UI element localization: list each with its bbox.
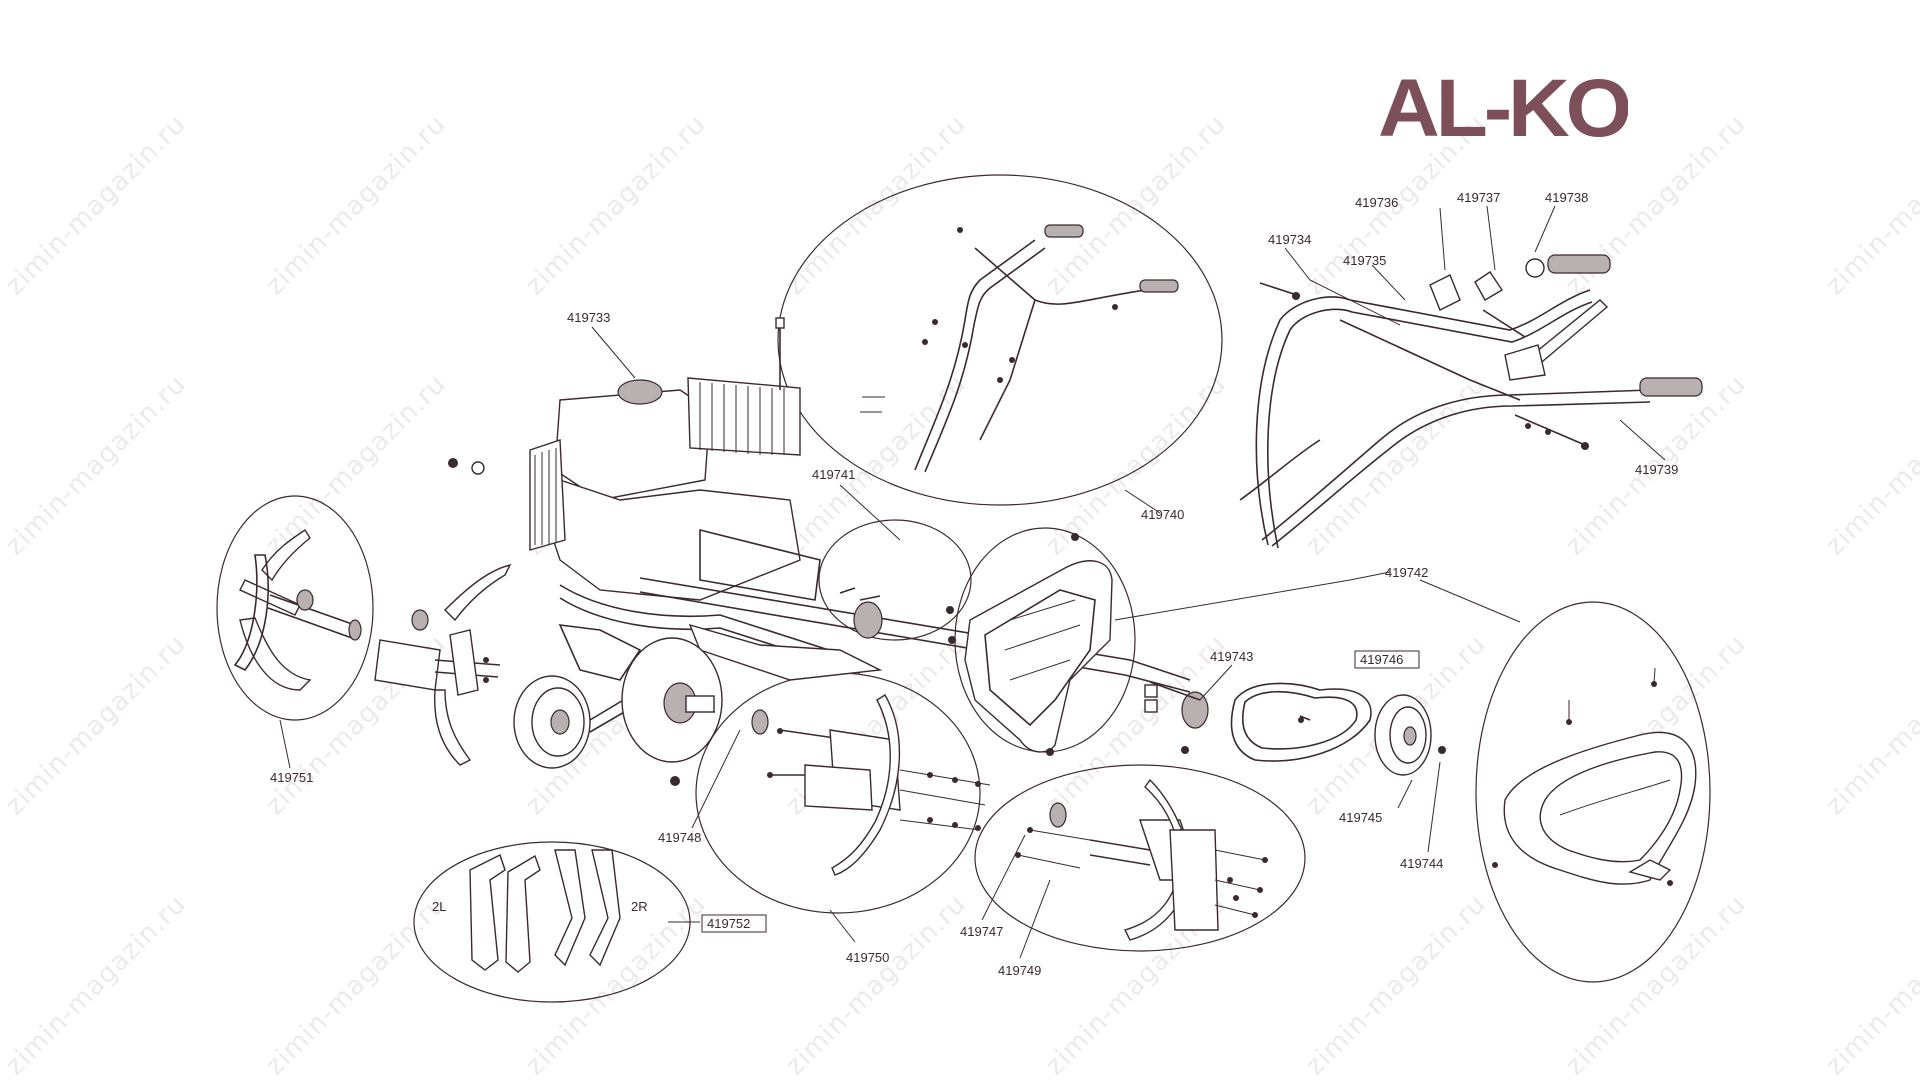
- callout-419750: 419750: [846, 950, 889, 965]
- callout-419735: 419735: [1343, 253, 1386, 268]
- logo-text: AL-KO: [1378, 63, 1628, 150]
- clutch-lever-bracket: [1429, 274, 1461, 311]
- handle-detail-drawing: [860, 224, 1179, 473]
- blade-label-left: 2L: [432, 899, 446, 914]
- gearbox-cover: [964, 533, 1113, 756]
- boxed-callout-frame-419752: [701, 914, 767, 933]
- boxed-callout-frame-419746: [1354, 650, 1420, 669]
- left-tine-detail-circle: [216, 495, 374, 721]
- blade-label-right: 2R: [631, 899, 648, 914]
- depth-stake: [558, 623, 883, 681]
- callout-419749: 419749: [998, 963, 1041, 978]
- left-inner-tine-assembly: [374, 563, 512, 766]
- callout-labels: 419733 419734 419735 419736 419737 41973…: [270, 190, 1678, 978]
- callout-419737: 419737: [1457, 190, 1500, 205]
- callout-419752: 419752: [707, 916, 750, 931]
- engine: [448, 317, 861, 674]
- engine-pulley: [621, 637, 723, 786]
- al-ko-logo: AL-KO: [1378, 63, 1628, 150]
- callout-419739: 419739: [1635, 462, 1678, 477]
- left-grip: [1547, 254, 1611, 274]
- callout-419736: 419736: [1355, 195, 1398, 210]
- callout-419741: 419741: [812, 467, 855, 482]
- handle-detail-circle: [777, 174, 1223, 506]
- callout-419734: 419734: [1268, 232, 1311, 247]
- inner-tine-detail: [751, 694, 991, 876]
- main-shaft: [639, 577, 1191, 693]
- callout-419743: 419743: [1210, 649, 1253, 664]
- pulley-hub: [1181, 691, 1209, 729]
- callout-leaders: [279, 205, 1666, 959]
- handlebar-assembly: [1239, 254, 1703, 549]
- gearbox-pulley-assembly: [1144, 681, 1446, 776]
- transport-wheel: [513, 675, 646, 769]
- callout-419747: 419747: [960, 924, 1003, 939]
- callout-419751: 419751: [270, 770, 313, 785]
- blade-set-detail-circle: [413, 841, 691, 1003]
- callout-419748: 419748: [658, 830, 701, 845]
- left-tine-assembly: [233, 529, 362, 691]
- callout-419738: 419738: [1545, 190, 1588, 205]
- callout-419733: 419733: [567, 310, 610, 325]
- belt-cover-detail-circle: [1475, 601, 1711, 983]
- callout-419746: 419746: [1360, 652, 1403, 667]
- drive-belt: [1230, 682, 1372, 762]
- shaft-detail-circle: [818, 519, 972, 641]
- air-filter: [687, 377, 801, 456]
- fuel-tank: [554, 389, 711, 501]
- outer-tine-detail-circle: [974, 764, 1306, 952]
- callout-419745: 419745: [1339, 810, 1382, 825]
- belt-cover: [1492, 667, 1697, 886]
- outer-tine-detail: [1015, 778, 1268, 941]
- right-grip: [1639, 377, 1703, 397]
- callout-419742: 419742: [1385, 565, 1428, 580]
- callout-419744: 419744: [1400, 856, 1443, 871]
- blade-set: [469, 849, 621, 973]
- engine-block: [528, 468, 801, 601]
- callout-419740: 419740: [1141, 507, 1184, 522]
